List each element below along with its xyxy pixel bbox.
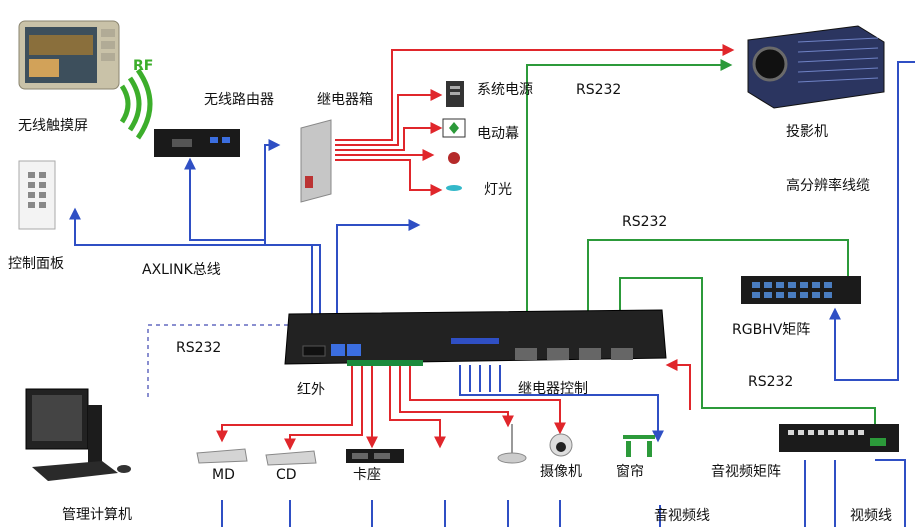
- relay-box-device[interactable]: [295, 118, 337, 203]
- curtain-device[interactable]: [622, 433, 656, 459]
- cd-device[interactable]: [264, 445, 318, 467]
- system-power-label: 系统电源: [477, 82, 533, 98]
- av-matrix-label: 音视频矩阵: [711, 464, 781, 480]
- camera-device[interactable]: [548, 432, 574, 458]
- electric-screen-icon: [442, 118, 466, 138]
- system-power-icon: [444, 80, 466, 108]
- rf-waves: [122, 70, 150, 138]
- rs232-dotted-wire: [148, 325, 288, 400]
- rs232-mid-label: RS232: [622, 214, 667, 230]
- av-red-wires: [222, 365, 690, 448]
- camera-label: 摄像机: [540, 464, 582, 480]
- rgbhv-matrix-device[interactable]: [740, 272, 862, 306]
- cassette-deck-label: 卡座: [353, 467, 381, 483]
- rs232-left-label: RS232: [176, 340, 221, 356]
- microphone-device[interactable]: [493, 420, 529, 466]
- av-matrix-device[interactable]: [778, 420, 900, 454]
- electric-screen-label: 电动幕: [477, 126, 519, 142]
- rgbhv-matrix-label: RGBHV矩阵: [732, 322, 810, 338]
- md-label: MD: [212, 467, 235, 483]
- cassette-deck-device[interactable]: [344, 445, 406, 465]
- management-pc-device[interactable]: [22, 385, 140, 497]
- curtain-label: 窗帘: [616, 464, 644, 480]
- lighting-icon: [444, 150, 464, 194]
- rs232-top-label: RS232: [576, 82, 621, 98]
- av-cable-label: 音视频线: [654, 508, 710, 524]
- wireless-router-device[interactable]: [152, 125, 242, 159]
- central-controller-device[interactable]: [283, 308, 668, 370]
- cd-label: CD: [276, 467, 297, 483]
- touch-panel-device[interactable]: [15, 15, 123, 95]
- rs232-right-label: RS232: [748, 374, 793, 390]
- projector-device[interactable]: [738, 22, 888, 112]
- lighting-label: 灯光: [484, 182, 512, 198]
- control-panel-device[interactable]: [18, 160, 56, 230]
- relay-control-label: 继电器控制: [518, 381, 588, 397]
- wireless-router-label: 无线路由器: [204, 92, 274, 108]
- video-cable-label: 视频线: [850, 508, 892, 524]
- relay-red-wires: [335, 50, 732, 190]
- infrared-label: 红外: [297, 382, 325, 398]
- relay-box-label: 继电器箱: [317, 92, 373, 108]
- rf-label: RF: [133, 58, 153, 74]
- md-device[interactable]: [195, 443, 249, 465]
- bottom-cable-stubs: [222, 500, 660, 527]
- axlink-bus-label: AXLINK总线: [142, 262, 221, 278]
- projector-label: 投影机: [786, 124, 828, 140]
- touch-panel-label: 无线触摸屏: [18, 118, 88, 134]
- hires-cable-label: 高分辨率线缆: [786, 178, 870, 194]
- control-panel-label: 控制面板: [8, 256, 64, 272]
- management-pc-label: 管理计算机: [62, 507, 132, 523]
